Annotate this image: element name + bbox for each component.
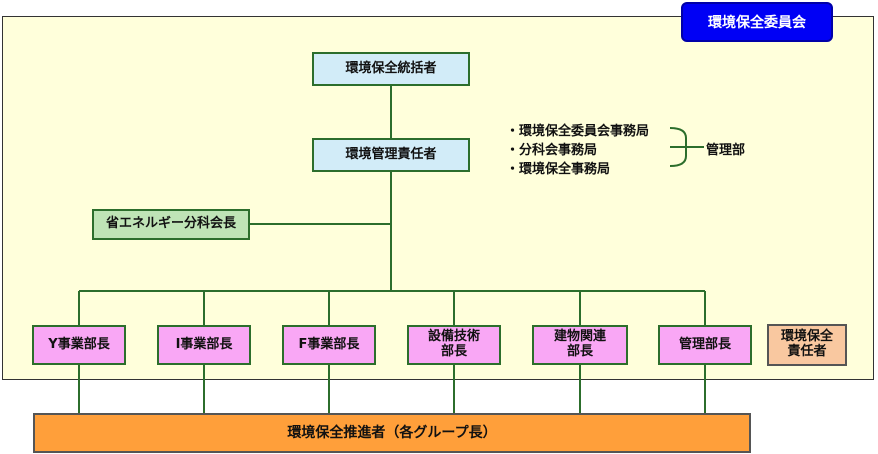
department-box-admin: 管理部長 — [658, 325, 752, 365]
secretariat-item-2: ・分科会事務局 — [506, 143, 598, 158]
promoter-bar: 環境保全推進者（各グループ長） — [33, 413, 751, 453]
secretariat-item-3: ・環境保全事務局 — [506, 162, 611, 177]
committee-title: 環境保全委員会 — [681, 2, 833, 42]
env-officer-box: 環境保全 責任者 — [767, 324, 847, 366]
manager-box: 環境管理責任者 — [312, 138, 470, 172]
energy-chair-box: 省エネルギー分科会長 — [92, 209, 250, 240]
secretariat-item-1: ・環境保全委員会事務局 — [506, 124, 650, 139]
department-box-building: 建物関連 部長 — [532, 325, 628, 365]
secretariat-owner: 管理部 — [706, 143, 746, 158]
department-box-y: Y事業部長 — [32, 325, 126, 365]
supervisor-box: 環境保全統括者 — [312, 52, 470, 86]
department-box-i: I事業部長 — [157, 325, 251, 365]
department-box-f: F事業部長 — [282, 325, 376, 365]
department-box-facility: 設備技術 部長 — [407, 325, 501, 365]
